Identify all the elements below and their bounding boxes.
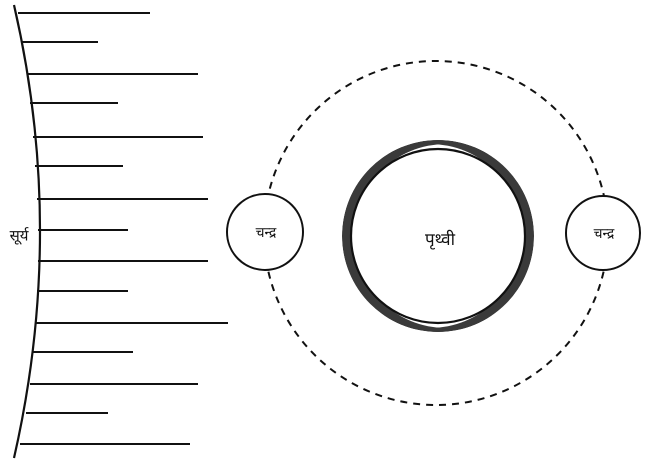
sun-rays [18, 13, 228, 444]
sun-label: सूर्य [10, 227, 30, 246]
moon-right-label: चन्द्र [594, 226, 615, 242]
earth-label: पृथ्वी [425, 229, 456, 250]
moon-left-label: चन्द्र [256, 225, 277, 241]
